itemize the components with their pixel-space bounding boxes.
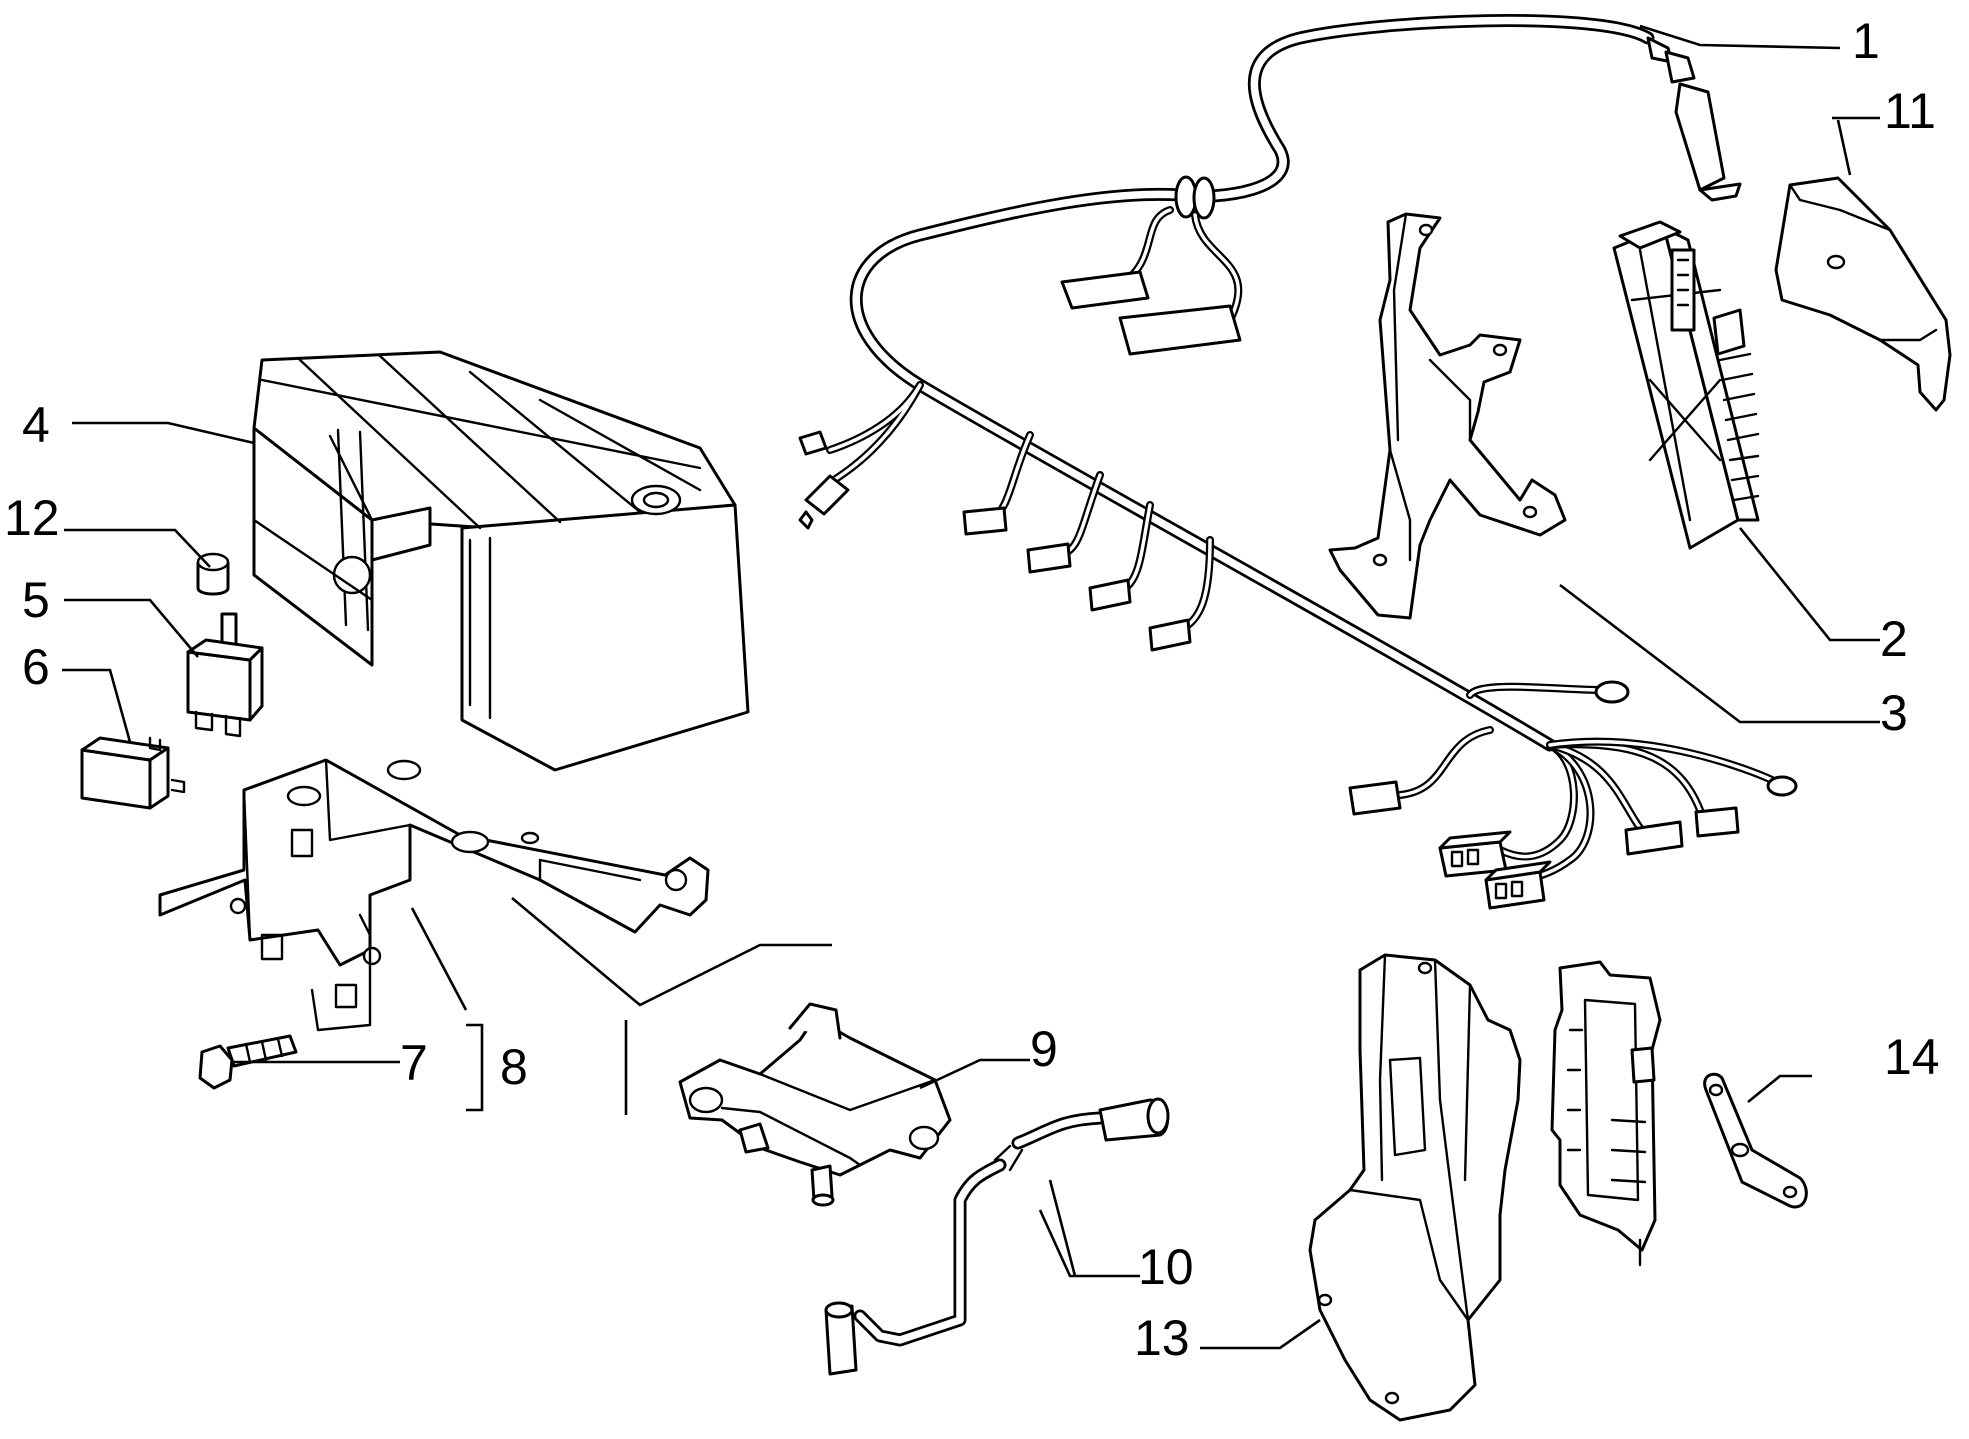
relay-with-bracket	[186, 612, 264, 738]
callout-labels: 1 2 3 4 5 6 7 8 9 10 11 12 13 14	[4, 13, 1940, 1366]
control-unit	[1612, 220, 1760, 550]
support-bracket	[158, 758, 710, 1032]
callout-7: 7	[400, 1035, 428, 1091]
callout-11: 11	[1884, 83, 1936, 139]
callout-5: 5	[22, 572, 50, 628]
electronic-module	[1550, 960, 1662, 1267]
small-plug-cap	[196, 552, 230, 596]
leader-lines	[62, 24, 1880, 1350]
hoses	[824, 1097, 1170, 1376]
strap-bracket	[1703, 1072, 1808, 1209]
callout-4: 4	[22, 397, 50, 453]
callout-14: 14	[1884, 1029, 1940, 1085]
callout-3: 3	[1880, 685, 1908, 741]
callout-2: 2	[1880, 611, 1908, 667]
ecu-bracket	[1328, 212, 1567, 620]
callout-12: 12	[4, 490, 60, 546]
callout-1: 1	[1852, 13, 1880, 69]
battery-cover	[252, 350, 750, 772]
ecu-cover	[1308, 953, 1522, 1422]
callout-10: 10	[1138, 1239, 1194, 1295]
bolt	[198, 1034, 298, 1090]
cover-11	[1774, 176, 1952, 412]
relay-6	[80, 736, 186, 810]
callout-6: 6	[22, 639, 50, 695]
sensor	[678, 1002, 952, 1207]
wiring-harness	[798, 14, 1798, 910]
callout-13: 13	[1134, 1310, 1190, 1366]
callout-8: 8	[500, 1039, 528, 1095]
callout-9: 9	[1030, 1021, 1058, 1077]
